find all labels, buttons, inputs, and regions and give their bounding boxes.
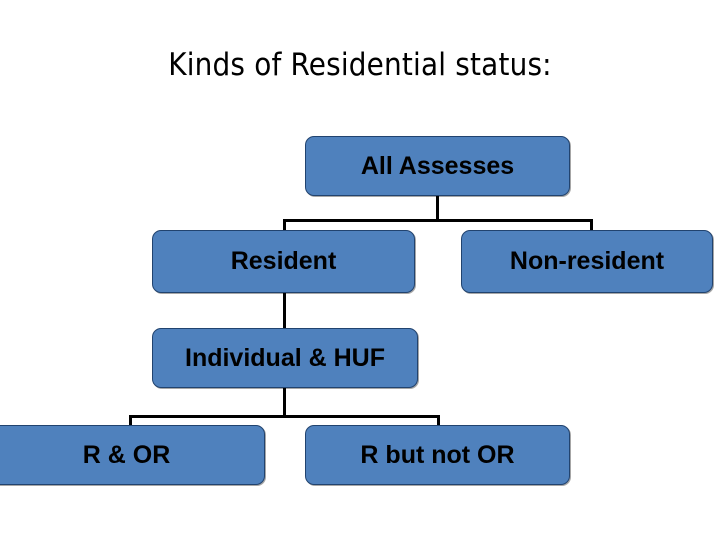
connector-drop-r-and-or <box>129 415 132 427</box>
node-non-resident[interactable]: Non-resident <box>461 230 713 293</box>
connector-all-assesses-stem <box>436 196 439 222</box>
connector-level3-bar <box>129 415 440 418</box>
connector-level1-bar <box>283 219 593 222</box>
node-r-but-not-or[interactable]: R but not OR <box>305 425 570 485</box>
node-r-and-or[interactable]: R & OR <box>0 425 265 485</box>
connector-drop-non-resident <box>590 219 593 232</box>
page-title: Kinds of Residential status: <box>168 47 552 83</box>
connector-drop-r-but-not-or <box>437 415 440 427</box>
node-resident[interactable]: Resident <box>152 230 415 293</box>
connector-individual-huf-stem <box>283 388 286 418</box>
node-all-assesses[interactable]: All Assesses <box>305 136 570 196</box>
connector-drop-resident <box>283 219 286 232</box>
connector-resident-to-individual-huf <box>283 293 286 330</box>
node-individual-huf[interactable]: Individual & HUF <box>152 328 418 388</box>
